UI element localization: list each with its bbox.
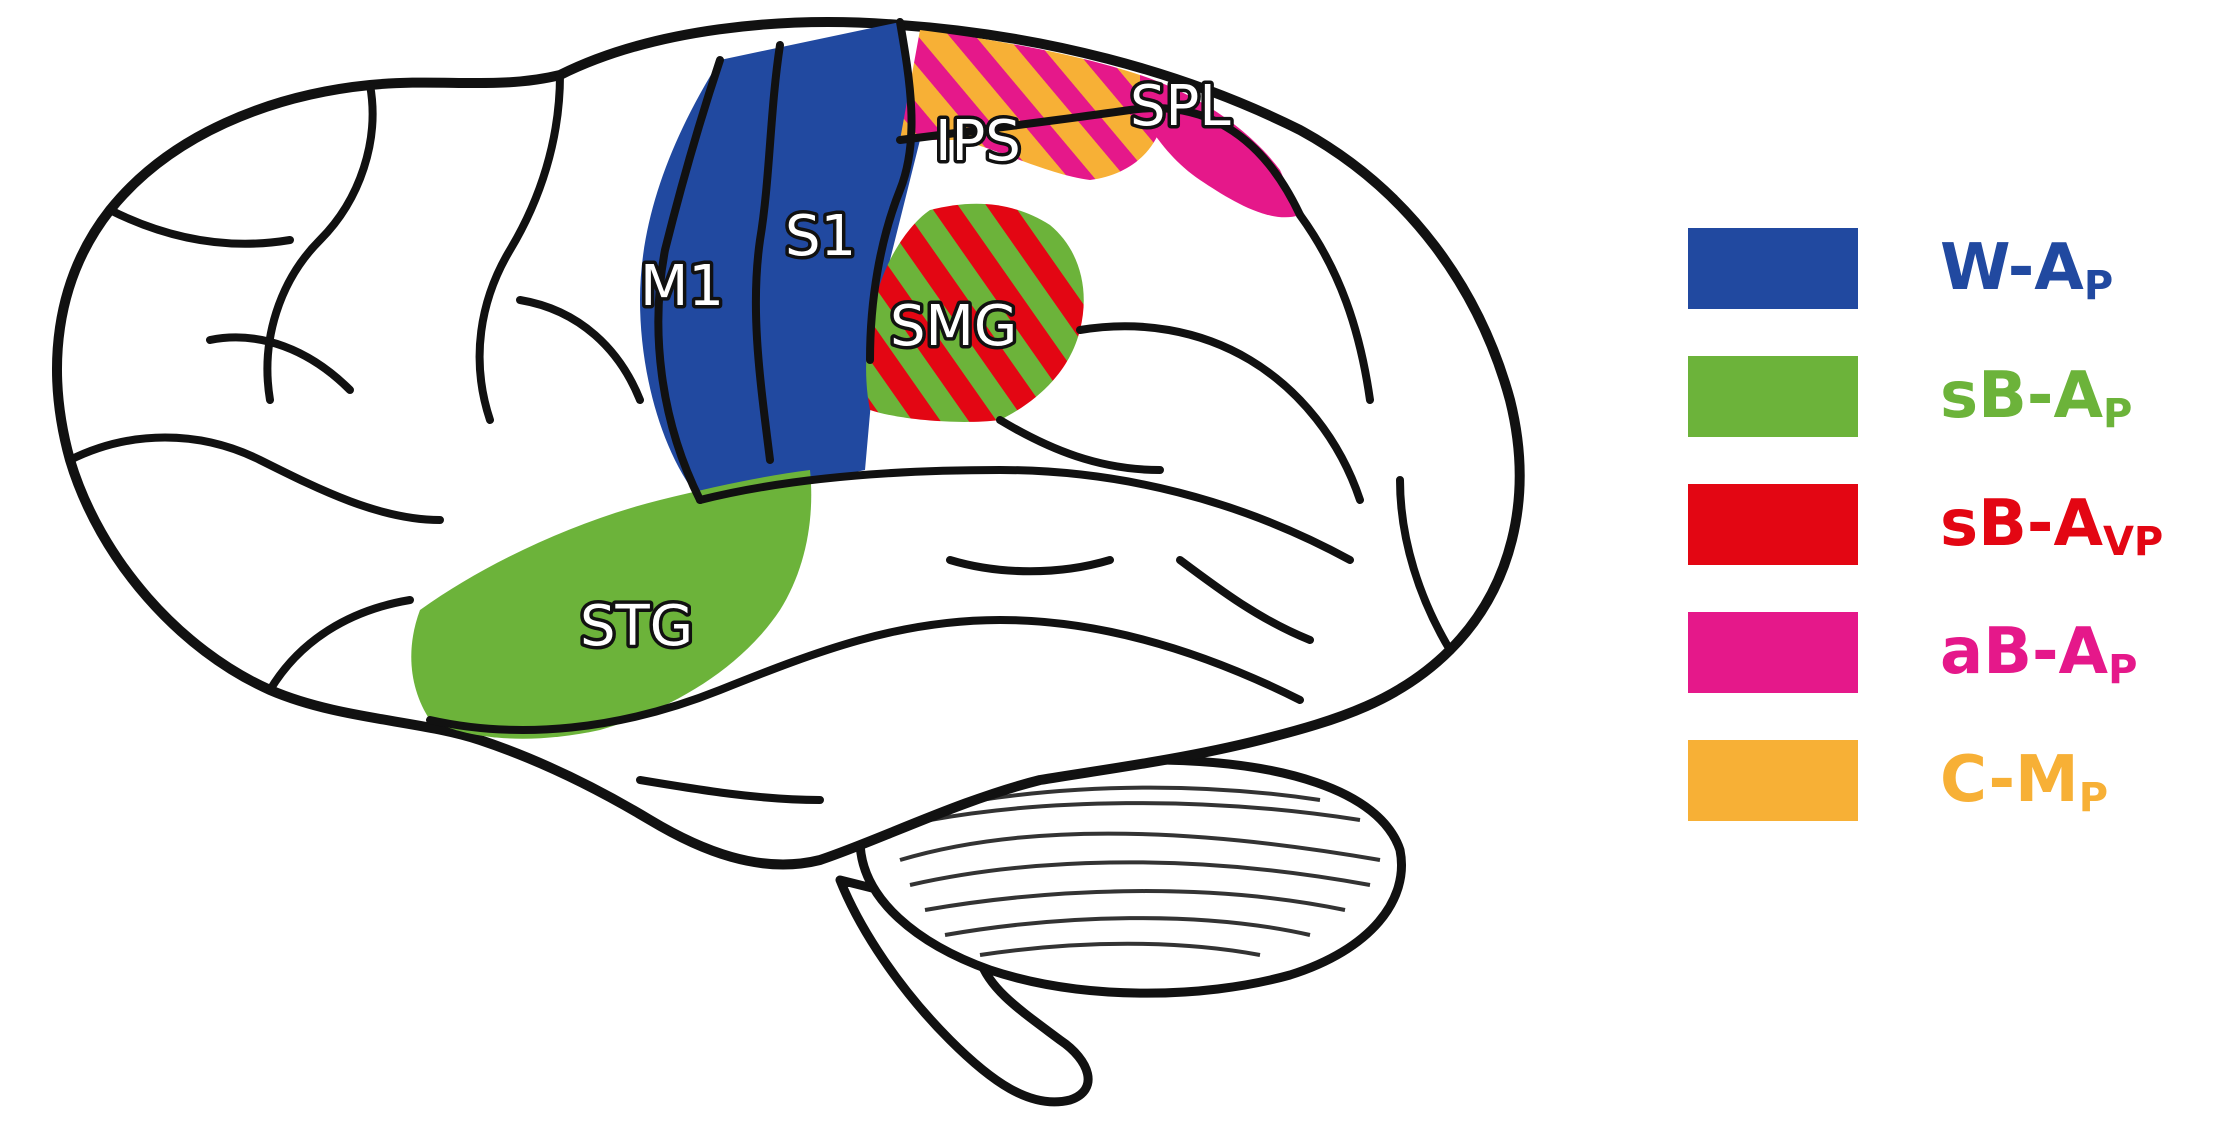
brain-sulci	[66, 18, 1454, 804]
region-sb-ap-green	[411, 470, 812, 739]
region-w-ap-blue	[640, 22, 920, 500]
legend-swatch	[1688, 228, 1858, 309]
region-label-s1: S1	[785, 204, 856, 269]
region-c-mp-orange	[900, 30, 1165, 180]
legend-item-sb-avp: sB-AVP	[1688, 474, 2208, 602]
legend-swatch	[1688, 612, 1858, 693]
legend-label: sB-AVP	[1940, 487, 2164, 565]
legend-label: sB-AP	[1940, 359, 2133, 437]
legend-item-c-mp: C-MP	[1688, 730, 2208, 858]
legend-label: aB-AP	[1940, 615, 2138, 693]
region-label-stg: STG	[580, 594, 693, 659]
region-label-smg: SMG	[890, 294, 1017, 359]
cerebellum	[855, 755, 1406, 998]
legend-item-w-ap: W-AP	[1688, 218, 2208, 346]
legend-label: W-AP	[1940, 231, 2114, 309]
region-sb-avp-striped	[866, 203, 1084, 422]
legend-swatch	[1688, 740, 1858, 821]
legend-swatch	[1688, 484, 1858, 565]
brainstem	[835, 875, 1093, 1107]
legend: W-AP sB-AP sB-AVP aB-AP C-MP	[1688, 218, 2208, 858]
region-label-spl: SPL	[1130, 74, 1231, 139]
legend-label: C-MP	[1940, 743, 2109, 821]
region-label-m1: M1	[640, 254, 724, 319]
region-label-ips: IPS	[935, 109, 1021, 174]
legend-item-ab-ap: aB-AP	[1688, 602, 2208, 730]
legend-swatch	[1688, 356, 1858, 437]
legend-item-sb-ap: sB-AP	[1688, 346, 2208, 474]
